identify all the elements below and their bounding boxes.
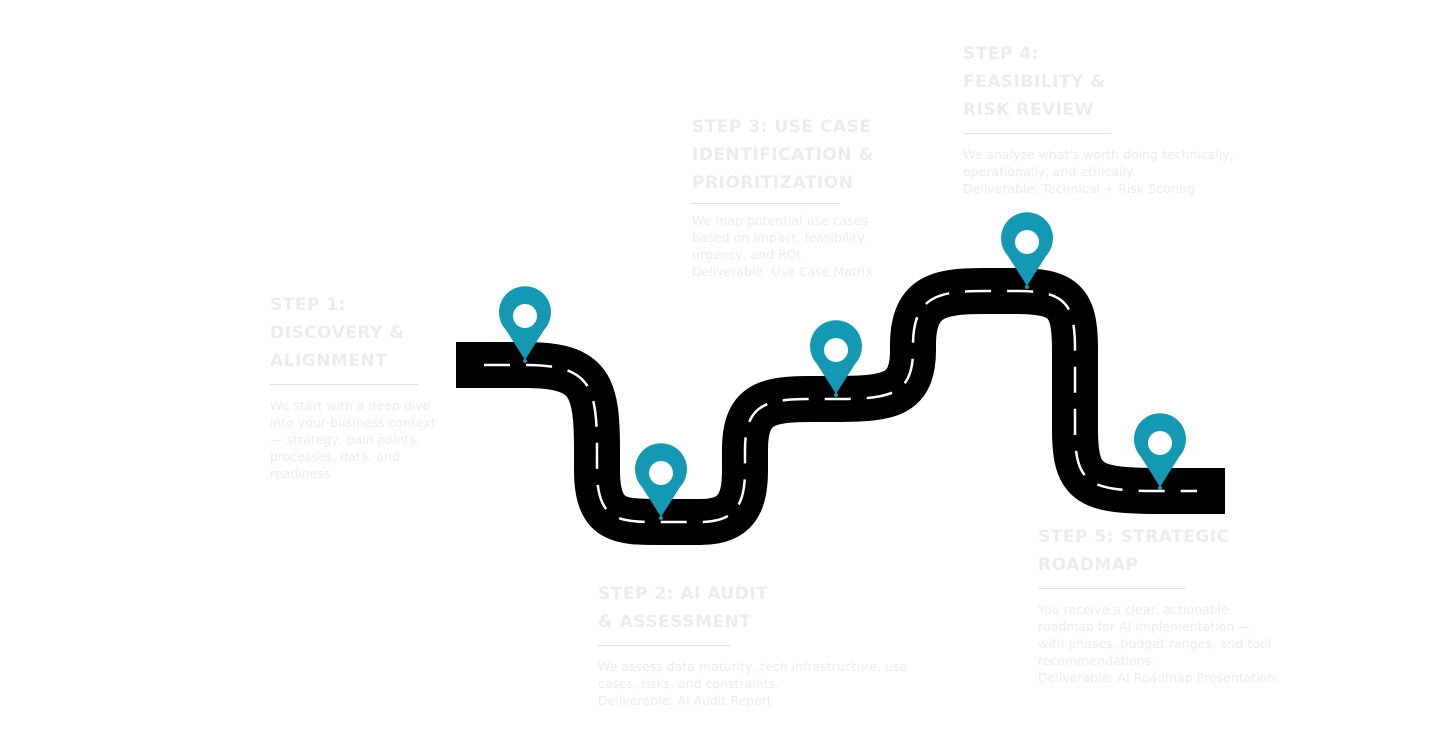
step-1: STEP 1: DISCOVERY & ALIGNMENT We start w… [270,291,450,482]
map-pin-icon-step-2 [635,443,687,520]
step-2: STEP 2: AI AUDIT & ASSESSMENT We assess … [598,580,918,709]
step-3-divider [692,203,840,204]
step-3-deliverable: Deliverable: Use Case Matrix [692,264,873,279]
step-5-divider [1038,588,1186,589]
step-4: STEP 4: FEASIBILITY & RISK REVIEW We ana… [963,40,1248,197]
step-3-title: STEP 3: USE CASE IDENTIFICATION & PRIORI… [692,117,874,193]
step-5-description: You receive a clear, actionable roadmap … [1038,602,1271,668]
map-pin-icon-step-4 [1001,212,1053,289]
step-4-title: STEP 4: FEASIBILITY & RISK REVIEW [963,44,1106,120]
step-1-divider [270,384,418,385]
map-pin-icon-step-3 [810,320,862,397]
map-pin-icon-step-5 [1134,413,1186,490]
step-3-description: We map potential use cases based on impa… [692,213,869,262]
step-2-divider [598,645,730,646]
map-pin-icon-step-1 [499,286,551,363]
step-2-title: STEP 2: AI AUDIT & ASSESSMENT [598,584,769,632]
step-2-description: We assess data maturity, tech infrastruc… [598,659,908,691]
step-1-title: STEP 1: DISCOVERY & ALIGNMENT [270,295,405,371]
step-5-title: STEP 5: STRATEGIC ROADMAP [1038,527,1230,575]
step-4-description: We analyze what's worth doing technicall… [963,147,1234,179]
road-end-cap [1197,468,1225,514]
road-start-cap [456,342,484,388]
step-4-deliverable: Deliverable: Technical + Risk Scoring [963,181,1196,196]
step-5: STEP 5: STRATEGIC ROADMAP You receive a … [1038,523,1278,686]
step-2-deliverable: Deliverable: AI Audit Report [598,693,772,708]
step-5-deliverable: Deliverable: AI Roadmap Presentation [1038,670,1276,685]
step-1-description: We start with a deep dive into your busi… [270,398,436,481]
step-4-divider [963,133,1111,134]
step-3: STEP 3: USE CASE IDENTIFICATION & PRIORI… [692,113,882,280]
lane-marking [456,289,1225,524]
